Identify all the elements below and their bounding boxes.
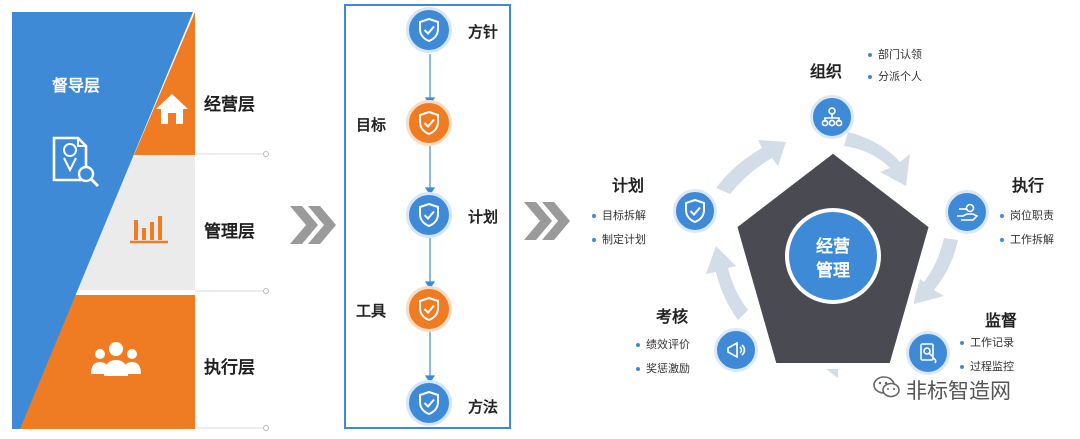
wechat-icon bbox=[873, 376, 900, 398]
flow-node-policy bbox=[406, 7, 452, 53]
cycle-arrow-2 bbox=[914, 238, 958, 304]
shield-check-icon bbox=[685, 199, 705, 223]
flow-label-policy: 方针 bbox=[468, 23, 499, 41]
flow-label-goal: 目标 bbox=[356, 116, 387, 134]
cycle-item: 工作拆解 bbox=[1000, 231, 1054, 247]
shield-check-icon bbox=[419, 18, 439, 42]
org-chart-icon bbox=[821, 107, 843, 127]
cycle-title-organize: 组织 bbox=[810, 62, 843, 81]
shield-check-icon bbox=[419, 391, 439, 415]
flow-label-tool: 工具 bbox=[356, 302, 387, 320]
cycle-node-organize bbox=[810, 95, 854, 139]
flow-node-goal bbox=[406, 100, 452, 146]
flow-panel bbox=[344, 4, 511, 429]
management-layer-label: 管理层 bbox=[204, 222, 255, 242]
center-label-line2: 管理 bbox=[816, 261, 850, 281]
double-chevron-icon bbox=[290, 206, 336, 244]
flow-node-tool bbox=[406, 286, 452, 332]
shield-check-icon bbox=[419, 203, 439, 227]
flow-node-method bbox=[406, 380, 452, 426]
shield-check-icon bbox=[419, 297, 439, 321]
supervision-layer-label: 督导层 bbox=[52, 76, 101, 95]
cycle-item: 奖惩激励 bbox=[636, 360, 690, 376]
cycle-arrow-5 bbox=[716, 140, 786, 194]
cycle-item: 目标拆解 bbox=[592, 207, 646, 223]
layer-shapes bbox=[12, 12, 269, 431]
shield-check-icon bbox=[419, 111, 439, 135]
flow-label-method: 方法 bbox=[468, 398, 499, 416]
house-icon bbox=[156, 94, 188, 124]
document-search-icon bbox=[52, 136, 100, 188]
center-label-line1: 经营 bbox=[816, 237, 850, 257]
cycle-arrow-4 bbox=[706, 246, 748, 320]
business-layer-label: 经营层 bbox=[204, 95, 255, 115]
cycle-node-execute bbox=[945, 190, 989, 234]
cycle-title-execute: 执行 bbox=[1012, 176, 1045, 195]
watermark-text: 非标智造网 bbox=[906, 379, 1011, 403]
cycle-title-plan: 计划 bbox=[612, 176, 645, 195]
flow-node-plan bbox=[406, 192, 452, 238]
execution-layer-label: 执行层 bbox=[204, 358, 255, 378]
hand-key-icon bbox=[957, 203, 979, 221]
cycle-item: 分派个人 bbox=[868, 68, 922, 84]
cycle-node-supervise bbox=[906, 331, 950, 375]
flow-connectors bbox=[424, 54, 436, 384]
people-group-icon bbox=[91, 342, 141, 376]
cycle-title-supervise: 监督 bbox=[985, 311, 1018, 330]
megaphone-icon bbox=[727, 341, 746, 359]
cycle-title-assess: 考核 bbox=[656, 307, 689, 326]
cycle-item: 工作记录 bbox=[960, 334, 1014, 350]
cycle-node-assess bbox=[714, 328, 758, 372]
monitor-document-icon bbox=[920, 343, 937, 364]
cycle-item: 过程监控 bbox=[960, 358, 1014, 374]
layer-diagram: 督导层 经营层 管理层 执行层 bbox=[0, 0, 290, 439]
cycle-item: 绩效评价 bbox=[636, 336, 690, 352]
cycle-item: 部门认领 bbox=[868, 46, 922, 62]
cycle-arrow-1 bbox=[844, 132, 910, 186]
flow-label-plan: 计划 bbox=[468, 208, 499, 226]
cycle-item: 岗位职责 bbox=[1000, 207, 1054, 223]
bar-chart-icon bbox=[130, 216, 168, 244]
cycle-node-plan bbox=[673, 189, 717, 233]
cycle-diagram bbox=[706, 132, 958, 378]
cycle-item: 制定计划 bbox=[592, 231, 646, 247]
double-chevron-icon bbox=[524, 202, 570, 240]
